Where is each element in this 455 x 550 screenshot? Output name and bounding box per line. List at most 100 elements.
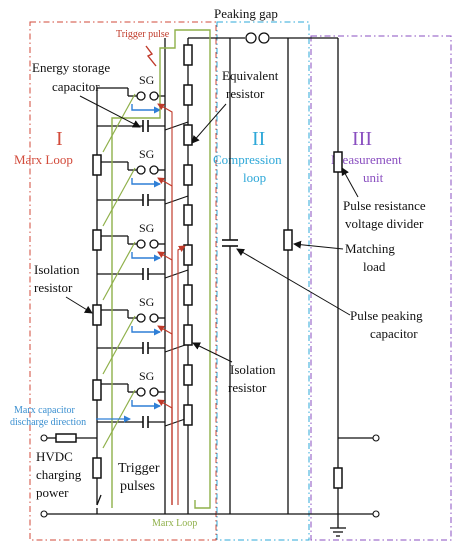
label-marx-discharge-2: discharge direction xyxy=(10,417,86,428)
leader-isolation-left xyxy=(65,296,93,314)
spark-gap-electrode xyxy=(149,91,159,101)
pulse-peaking-capacitor xyxy=(222,239,238,247)
discharge-arrow xyxy=(131,326,161,336)
discharge-arrow xyxy=(131,400,161,410)
marx-loop-diagonal xyxy=(102,167,136,227)
measurement-unit-region xyxy=(310,35,452,541)
ground-symbol xyxy=(330,527,346,537)
resistor-9 xyxy=(183,364,193,386)
circuit-wiring xyxy=(45,37,375,528)
label-matching-load-1: Matching xyxy=(345,241,395,256)
stage-link xyxy=(164,121,189,131)
spark-gap-label: SG xyxy=(139,221,155,235)
trigger-line-main xyxy=(177,245,186,505)
ground-terminal-left xyxy=(40,510,48,518)
compression-section-name-1: Compression xyxy=(213,152,282,167)
label-hvdc-1: HVDC xyxy=(36,449,73,464)
resistor-5 xyxy=(183,204,193,226)
measurement-section-name-1: Measurement xyxy=(331,152,402,167)
marx-loop-diagonal xyxy=(102,93,136,153)
resistor-4 xyxy=(183,164,193,186)
resistor-15 xyxy=(92,457,102,479)
measurement-section-numeral: III xyxy=(352,128,372,150)
leader-isolation-right xyxy=(192,342,233,363)
label-marx-discharge-1: Marx capacitor xyxy=(14,405,75,416)
marx-stage-4: SG xyxy=(97,295,189,375)
marx-loop-region xyxy=(29,21,217,541)
spark-gap-electrode xyxy=(149,165,159,175)
compression-loop-region xyxy=(216,21,310,541)
spark-gap-electrode xyxy=(136,387,146,397)
stage-link xyxy=(164,269,189,279)
trigger-line-5 xyxy=(157,399,173,505)
marx-loop-diagonal xyxy=(102,315,136,375)
label-marx-loop-bottom: Marx Loop xyxy=(152,518,197,529)
resistor-17 xyxy=(283,229,293,251)
output-terminal xyxy=(372,434,380,442)
label-hvdc-2: charging xyxy=(36,467,82,482)
spark-gap-electrode xyxy=(136,91,146,101)
spark-gap-electrode xyxy=(149,387,159,397)
marx-section-name: Marx Loop xyxy=(14,152,73,167)
label-pulse-resistance-divider-1: Pulse resistance xyxy=(343,198,426,213)
ground-terminal-right xyxy=(372,510,380,518)
compression-section-numeral: II xyxy=(252,128,265,150)
marx-stage-5: SG xyxy=(97,369,189,449)
spark-gap-electrode xyxy=(149,239,159,249)
label-energy-storage-capacitor-1: Energy storage xyxy=(32,60,110,75)
resistor-8 xyxy=(183,324,193,346)
trigger-lines xyxy=(157,103,186,505)
label-pulse-peaking-capacitor-1: Pulse peaking xyxy=(350,308,423,323)
spark-gap-label: SG xyxy=(139,295,155,309)
label-pulse-resistance-divider-2: voltage divider xyxy=(345,216,424,231)
marx-stage-3: SG xyxy=(97,221,189,301)
leader-matching-load xyxy=(293,240,344,250)
resistor-16 xyxy=(333,151,343,173)
spark-gap-electrode xyxy=(136,239,146,249)
spark-gap-electrode xyxy=(136,165,146,175)
label-hvdc-3: power xyxy=(36,485,69,500)
spark-gap-label: SG xyxy=(139,147,155,161)
resistors xyxy=(55,44,343,489)
trigger-lightning-icon xyxy=(145,45,157,67)
label-trigger-pulses-1: Trigger xyxy=(118,461,160,476)
resistor-11 xyxy=(92,154,102,176)
label-pulse-peaking-capacitor-2: capacitor xyxy=(370,326,418,341)
discharge-arrow xyxy=(131,178,161,188)
resistor-18 xyxy=(333,467,343,489)
marx-section-numeral: I xyxy=(56,128,63,150)
label-matching-load-2: load xyxy=(363,259,386,274)
resistor-3 xyxy=(183,124,193,146)
leader-energy-storage xyxy=(79,95,141,128)
resistor-10 xyxy=(183,404,193,426)
resistor-1 xyxy=(183,44,193,66)
label-trigger-pulses-2: pulses xyxy=(120,479,155,494)
label-trigger-pulse: Trigger pulse xyxy=(116,29,170,40)
label-isolation-resistor-right-1: Isolation xyxy=(230,362,276,377)
leader-equivalent-resistor xyxy=(191,103,227,144)
leader-divider xyxy=(341,167,359,198)
spark-gap-electrode xyxy=(149,313,159,323)
marx-stage-1: SG xyxy=(97,73,189,153)
discharge-arrow xyxy=(131,252,161,262)
label-equivalent-resistor-1: Equivalent xyxy=(222,68,279,83)
hvdc-terminal xyxy=(40,434,48,442)
label-isolation-resistor-right-2: resistor xyxy=(228,380,267,395)
resistor-12 xyxy=(92,229,102,251)
terminals xyxy=(40,434,380,518)
marx-stage-2: SG xyxy=(97,147,189,227)
stage-link xyxy=(164,195,189,205)
resistor-2 xyxy=(183,84,193,106)
label-energy-storage-capacitor-2: capacitor xyxy=(52,79,100,94)
label-peaking-gap: Peaking gap xyxy=(214,6,278,21)
measurement-section-name-2: unit xyxy=(363,170,384,185)
label-isolation-resistor-left-1: Isolation xyxy=(34,262,80,277)
resistor-13 xyxy=(92,304,102,326)
marx-loop-diagonal xyxy=(102,241,136,301)
label-equivalent-resistor-2: resistor xyxy=(226,86,265,101)
hvdc-series-resistor xyxy=(55,433,77,443)
label-isolation-resistor-left-2: resistor xyxy=(34,280,73,295)
resistor-6 xyxy=(183,244,193,266)
